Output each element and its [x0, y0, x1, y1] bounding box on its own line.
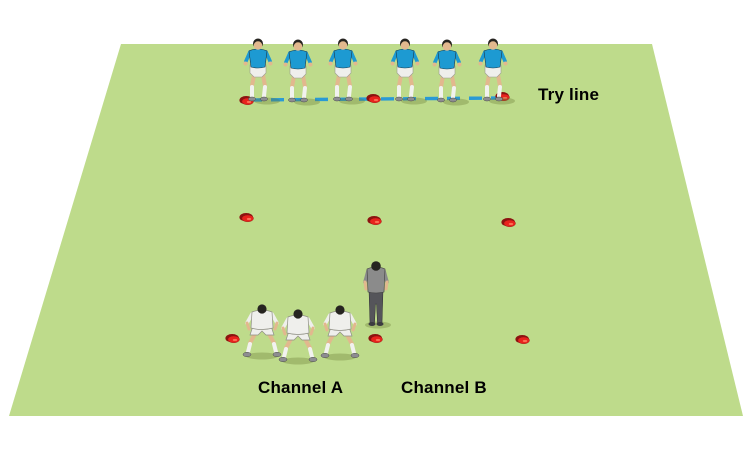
channel-a-label: Channel A [258, 378, 344, 397]
try-line-dashed-line [248, 96, 502, 102]
try-line-label: Try line [538, 85, 600, 104]
channel-b-label: Channel B [401, 378, 487, 397]
pitch-field [9, 44, 743, 416]
